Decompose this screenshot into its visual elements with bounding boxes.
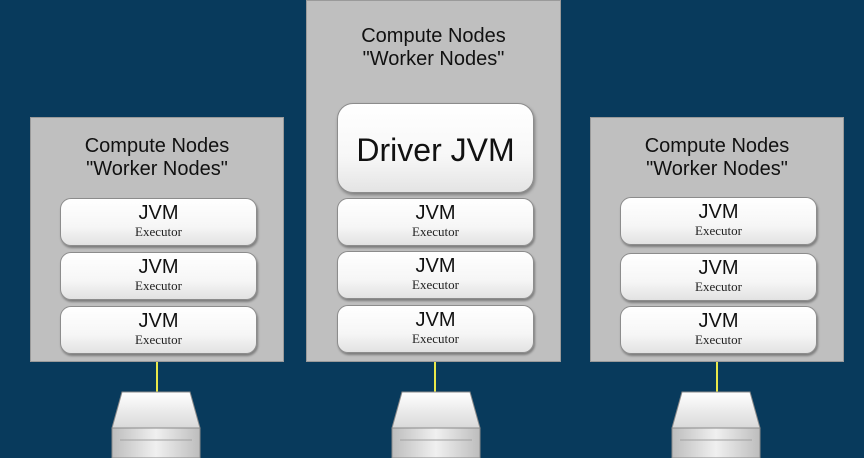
executor-jvm-label: JVM	[698, 201, 739, 223]
executor-jvm: JVM Executor	[60, 252, 257, 300]
executor-sub-label: Executor	[412, 277, 459, 292]
executor-jvm-label: JVM	[138, 202, 179, 224]
node-title-line1: Compute Nodes	[361, 25, 506, 47]
executor-sub-label: Executor	[412, 224, 459, 239]
executor-sub-label: Executor	[135, 224, 182, 239]
executor-jvm-label: JVM	[138, 256, 179, 278]
server-icon	[391, 391, 481, 458]
executor-jvm-label: JVM	[698, 257, 739, 279]
server-icon	[671, 391, 761, 458]
executor-jvm-label: JVM	[138, 310, 179, 332]
driver-jvm-label: Driver JVM	[356, 132, 515, 168]
executor-jvm: JVM Executor	[60, 198, 257, 246]
driver-jvm: Driver JVM	[337, 103, 534, 193]
node-title-line1: Compute Nodes	[644, 135, 790, 157]
executor-sub-label: Executor	[135, 278, 182, 293]
executor-jvm-label: JVM	[415, 309, 456, 331]
compute-node-center: Compute Nodes "Worker Nodes" Driver JVM …	[306, 0, 561, 362]
executor-jvm-label: JVM	[698, 310, 739, 332]
executor-sub-label: Executor	[695, 332, 742, 347]
executor-sub-label: Executor	[412, 331, 459, 346]
executor-jvm: JVM Executor	[337, 251, 534, 299]
network-cable	[434, 362, 436, 392]
node-title-line1: Compute Nodes	[84, 135, 230, 157]
executor-jvm: JVM Executor	[337, 198, 534, 246]
executor-sub-label: Executor	[135, 332, 182, 347]
executor-jvm-label: JVM	[415, 255, 456, 277]
network-cable	[156, 362, 158, 392]
executor-jvm-label: JVM	[415, 202, 456, 224]
server-icon	[111, 391, 201, 458]
node-title-line2: "Worker Nodes"	[362, 48, 505, 70]
network-cable	[716, 362, 718, 392]
executor-jvm: JVM Executor	[620, 253, 817, 301]
executor-jvm: JVM Executor	[620, 306, 817, 354]
executor-jvm: JVM Executor	[620, 197, 817, 245]
node-title-line2: "Worker Nodes"	[646, 158, 788, 180]
executor-jvm: JVM Executor	[337, 305, 534, 353]
compute-node-right: Compute Nodes "Worker Nodes" JVM Executo…	[590, 117, 844, 362]
executor-sub-label: Executor	[695, 279, 742, 294]
executor-jvm: JVM Executor	[60, 306, 257, 354]
node-title-line2: "Worker Nodes"	[86, 158, 228, 180]
executor-sub-label: Executor	[695, 223, 742, 238]
compute-node-left: Compute Nodes "Worker Nodes" JVM Executo…	[30, 117, 284, 362]
